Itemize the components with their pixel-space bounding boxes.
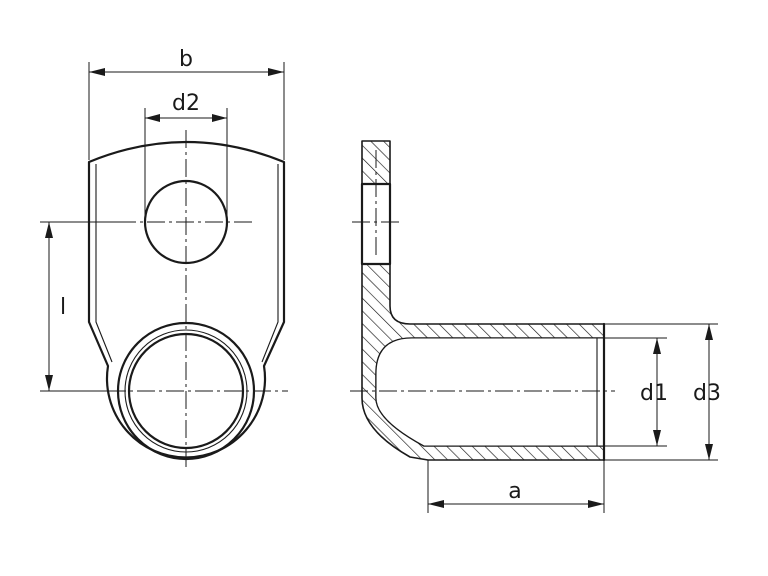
dimension-d1 — [604, 337, 667, 447]
dimension-d2 — [144, 108, 228, 222]
dimension-a — [427, 460, 605, 513]
lug-outer-outline — [87, 140, 286, 459]
dimension-d3 — [604, 323, 718, 461]
label-d2: d2 — [172, 91, 200, 116]
label-a: a — [508, 479, 521, 504]
lug-inner-right-edge — [261, 164, 279, 363]
label-d3: d3 — [693, 381, 721, 406]
dimension-l — [40, 221, 118, 392]
label-l: l — [60, 295, 66, 320]
dimension-b — [88, 62, 285, 160]
side-section-view — [350, 140, 615, 462]
label-b: b — [179, 47, 193, 72]
lug-inner-left-edge — [95, 164, 113, 363]
barrel-bore — [375, 337, 605, 447]
label-d1: d1 — [640, 381, 668, 406]
front-view — [87, 130, 288, 470]
